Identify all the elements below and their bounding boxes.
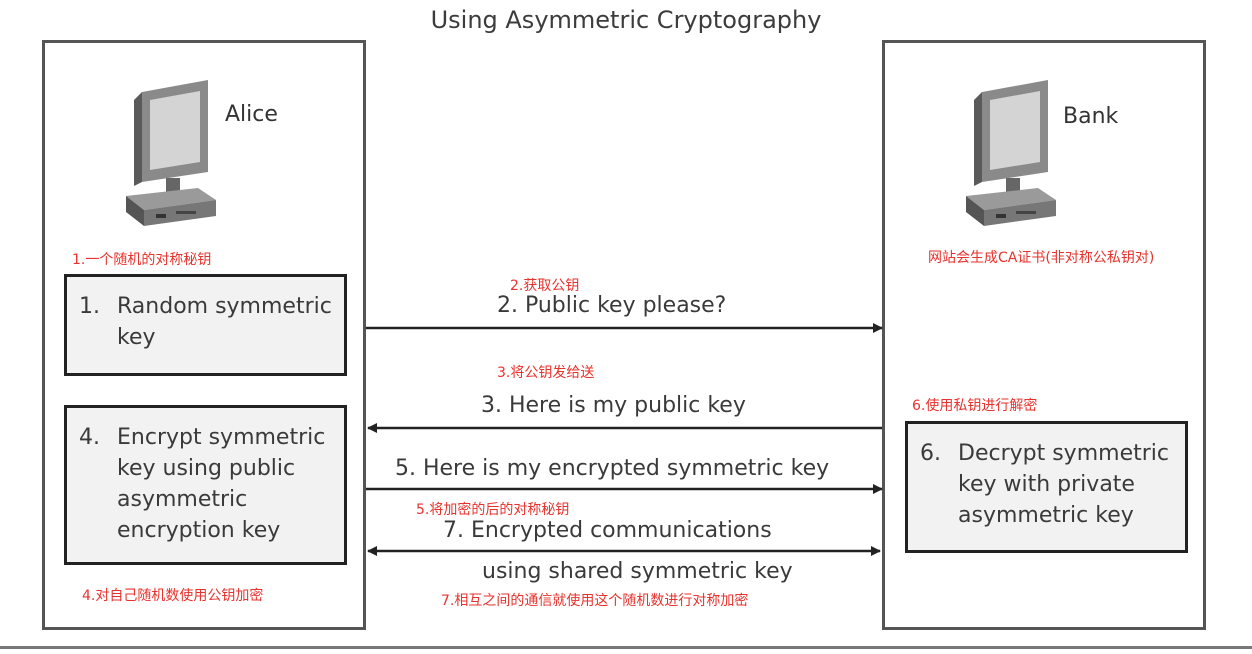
message-note-step5: 5.将加密的后的对称秘钥 — [416, 502, 570, 518]
bank-computer-icon — [966, 80, 1056, 226]
step-number: 1. — [79, 294, 100, 319]
alice-note-step1: 1.一个随机的对称秘钥 — [72, 252, 212, 268]
step-text: Decrypt symmetric key with private asymm… — [958, 441, 1169, 528]
alice-box-random-key: 1. Random symmetric key — [64, 274, 347, 376]
bank-label: Bank — [1063, 104, 1119, 129]
message-note-step7: 7.相互之间的通信就使用这个随机数进行对称加密 — [441, 593, 749, 609]
message-note-step2: 2.获取公钥 — [510, 278, 580, 294]
bank-note-step6: 6.使用私钥进行解密 — [912, 398, 1038, 414]
bank-box-decrypt-key: 6. Decrypt symmetric key with private as… — [905, 421, 1188, 553]
message-label-step3: 3. Here is my public key — [481, 393, 746, 418]
alice-label: Alice — [225, 102, 278, 127]
step-text: Encrypt symmetric key using public asymm… — [117, 425, 326, 543]
message-label-step7-line2: using shared symmetric key — [482, 559, 793, 584]
step-number: 4. — [79, 425, 100, 450]
message-label-step7: 7. Encrypted communications — [443, 518, 772, 543]
step-text: Random symmetric key — [117, 294, 332, 350]
alice-note-step4: 4.对自己随机数使用公钥加密 — [82, 588, 264, 604]
alice-box-encrypt-key: 4. Encrypt symmetric key using public as… — [64, 405, 347, 565]
message-note-step3: 3.将公钥发给送 — [497, 365, 595, 381]
alice-computer-icon — [126, 80, 216, 226]
bank-note-cert: 网站会生成CA证书(非对称公私钥对) — [928, 250, 1155, 266]
step-number: 6. — [920, 441, 941, 466]
message-label-step2: 2. Public key please? — [497, 293, 727, 318]
diagram-title: Using Asymmetric Cryptography — [430, 6, 822, 34]
message-label-step5: 5. Here is my encrypted symmetric key — [395, 456, 830, 481]
bottom-divider — [0, 646, 1252, 649]
